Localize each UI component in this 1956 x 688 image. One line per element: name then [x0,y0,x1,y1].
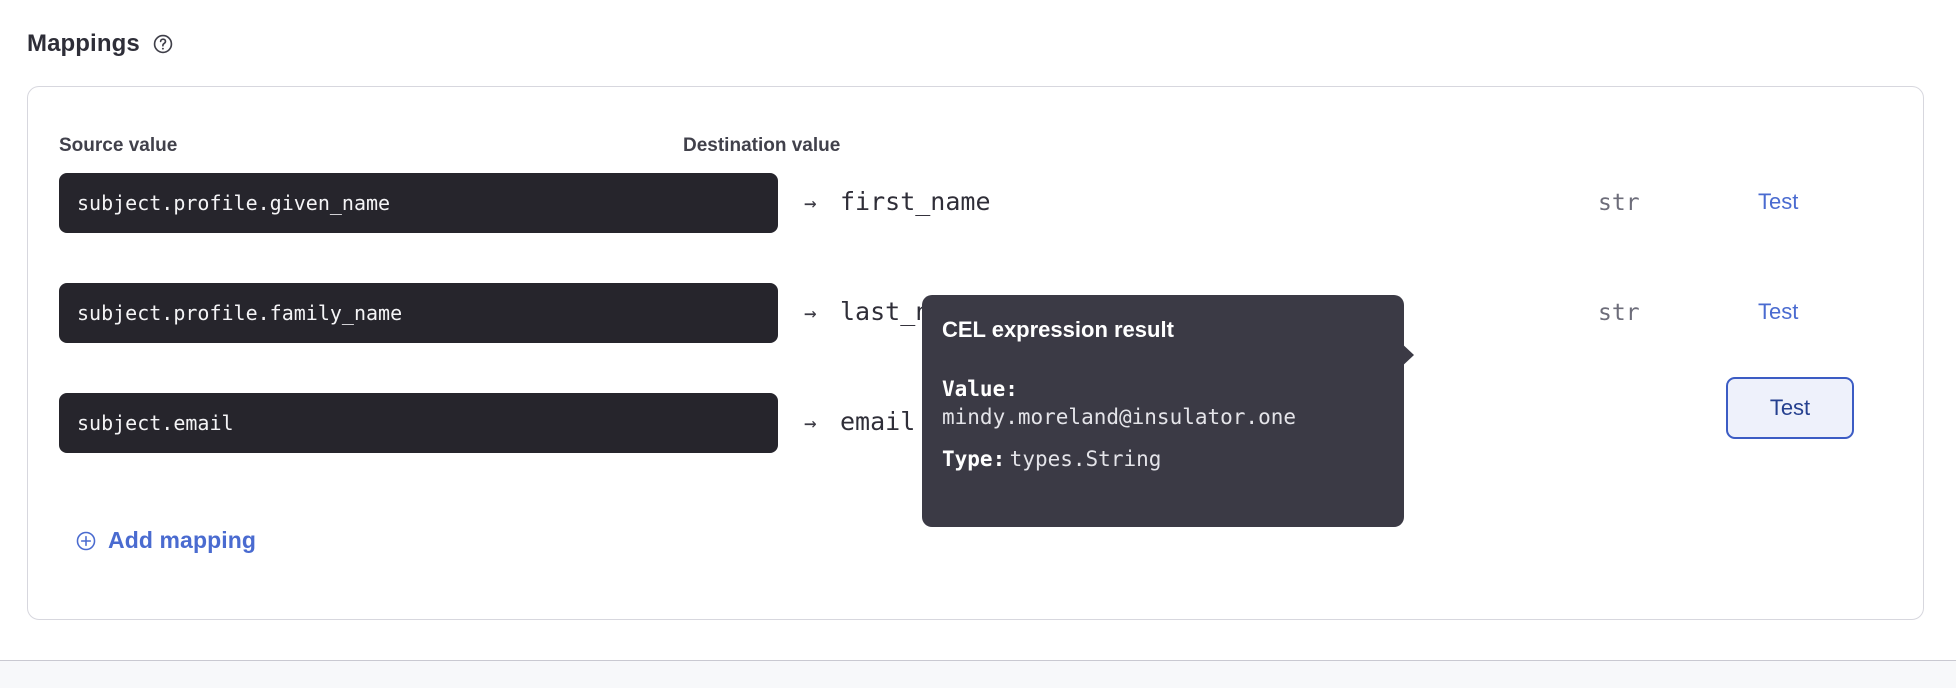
page-title: Mappings [27,30,140,57]
table-row: subject.email → email Test [28,377,1923,503]
tooltip-type-value: types.String [1009,447,1162,471]
destination-value-text: first_name [840,187,991,216]
arrow-right-icon: → [804,301,817,325]
source-value-text: subject.profile.given_name [77,191,391,215]
tooltip-value: mindy.moreland@insulator.one [942,405,1297,429]
table-row: subject.profile.family_name → last_name … [28,283,1923,393]
value-type-label: str [1598,300,1640,326]
destination-value-text: email [840,407,916,436]
plus-circle-icon [75,530,97,552]
arrow-right-icon: → [804,411,817,435]
source-value-input[interactable]: subject.profile.given_name [59,173,778,233]
bottom-band [0,661,1956,688]
test-button[interactable]: Test [1758,189,1799,214]
test-button-focused[interactable]: Test [1726,377,1854,439]
column-header-source: Source value [59,135,178,156]
test-button[interactable]: Test [1758,299,1799,324]
tooltip-type-row: Type: types.String [942,447,1384,471]
add-mapping-label: Add mapping [108,527,257,553]
arrow-right-icon: → [804,191,817,215]
mappings-card: Source value Destination value subject.p… [27,86,1924,620]
section-header: Mappings [27,30,174,58]
tooltip-type-label: Type: [942,447,1006,471]
bottom-divider [0,660,1956,661]
source-value-input[interactable]: subject.profile.family_name [59,283,778,343]
column-header-destination: Destination value [683,135,841,156]
tooltip-value-label: Value: [942,377,1018,401]
source-value-text: subject.email [77,411,234,435]
value-type-label: str [1598,190,1640,216]
cel-result-tooltip: CEL expression result Value: mindy.morel… [922,295,1404,527]
column-headers: Source value Destination value [28,135,1923,159]
tooltip-value-row: Value: mindy.moreland@insulator.one [942,377,1384,429]
tooltip-title: CEL expression result [942,317,1174,342]
question-circle-icon[interactable] [152,33,174,55]
source-value-text: subject.profile.family_name [77,301,403,325]
mapping-rows: subject.profile.given_name → first_name … [28,173,1923,503]
tooltip-arrow [1398,340,1414,370]
table-row: subject.profile.given_name → first_name … [28,173,1923,283]
source-value-input[interactable]: subject.email [59,393,778,453]
add-mapping-button[interactable]: Add mapping [75,527,256,554]
